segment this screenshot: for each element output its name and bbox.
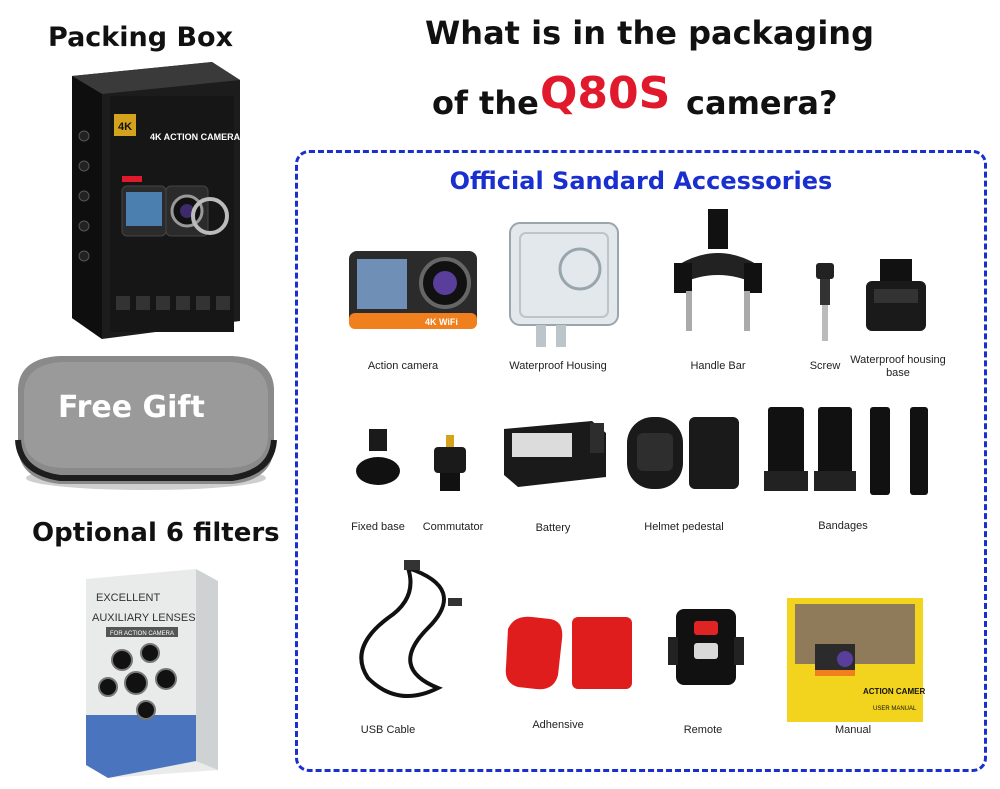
caption-manual: Manual: [834, 724, 872, 736]
header-line-2-suffix: camera?: [686, 84, 838, 122]
manual-image: ACTION CAMERA USER MANUAL: [787, 598, 925, 722]
remote-image: [668, 609, 744, 685]
caption-housing-base: Waterproof housing base: [850, 354, 946, 379]
caption-handle-bar: Handle Bar: [690, 360, 746, 372]
gift-case-image: [15, 356, 277, 490]
caption-commutator: Commutator: [422, 521, 484, 533]
caption-battery: Battery: [535, 522, 571, 534]
camera-badge: 4K WiFi: [425, 317, 458, 327]
packing-box-image: 4K 4K ACTION CAMERA: [72, 62, 241, 339]
waterproof-housing-image: [509, 222, 619, 347]
battery-image: [504, 421, 606, 487]
caption-waterproof-housing: Waterproof Housing: [509, 360, 607, 372]
fixed-base-image: [356, 429, 400, 485]
caption-remote: Remote: [683, 724, 723, 736]
filter-box-line-1: EXCELLENT: [96, 592, 160, 604]
box-label: 4K ACTION CAMERA: [150, 132, 241, 142]
usb-cable-image: [359, 560, 462, 698]
caption-adhesive: Adhensive: [532, 719, 584, 731]
manual-title: ACTION CAMERA: [863, 687, 925, 696]
caption-bandages: Bandages: [818, 520, 868, 532]
header-line-2-prefix: of the: [432, 84, 539, 122]
caption-usb-cable: USB Cable: [360, 724, 416, 736]
packing-box-title: Packing Box: [48, 22, 233, 53]
caption-helmet-pedestal: Helmet pedestal: [644, 521, 724, 533]
bandages-image: [764, 407, 928, 495]
manual-sub: USER MANUAL: [873, 706, 917, 712]
adhesive-image: [505, 616, 632, 690]
caption-fixed-base: Fixed base: [351, 521, 405, 533]
header-line-1: What is in the packaging: [425, 14, 874, 52]
caption-screw: Screw: [809, 360, 841, 372]
optional-filters-label: Optional 6 filters: [32, 518, 280, 548]
commutator-image: [434, 435, 466, 491]
screw-image: [816, 263, 834, 341]
filter-box-small: FOR ACTION CAMERA: [110, 631, 174, 637]
box-brand-top: 4K: [118, 121, 132, 133]
helmet-pedestal-image: [627, 417, 739, 489]
filter-box-image: EXCELLENT AUXILIARY LENSES FOR ACTION CA…: [86, 569, 218, 778]
handle-bar-image: [674, 209, 762, 331]
caption-action-camera: Action camera: [367, 360, 439, 372]
free-gift-label: Free Gift: [58, 390, 205, 425]
action-camera-image: 4K WiFi: [349, 251, 477, 329]
housing-base-image: [866, 259, 926, 331]
filter-box-line-2: AUXILIARY LENSES: [92, 612, 196, 624]
accessories-title: Official Sandard Accessories: [449, 167, 833, 195]
model-name: Q80S: [540, 68, 671, 119]
accessories-frame: Official Sandard Accessories 4K WiFi Act…: [295, 150, 987, 772]
